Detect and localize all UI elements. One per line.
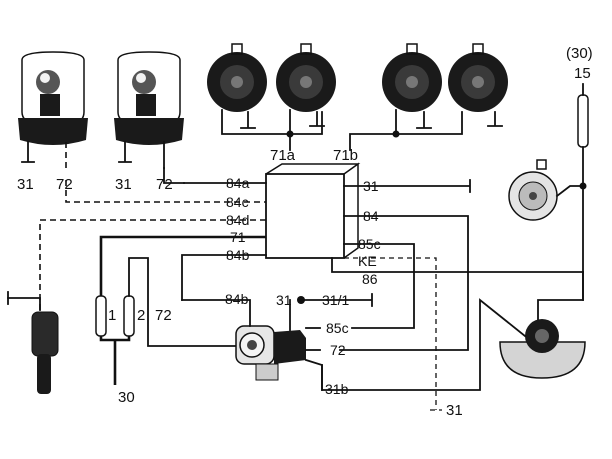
fuse-1 (95, 295, 107, 337)
siren-bottom-right (499, 319, 586, 379)
beacon-lamp-right (114, 51, 184, 145)
beacon-right-31-label: 31 (115, 176, 132, 193)
beacon-left-31-label: 31 (17, 176, 34, 193)
relay-84b-label: 84b (226, 247, 250, 263)
relay-86-label: 86 (362, 271, 378, 287)
beacon-left-72-label: 72 (56, 176, 73, 193)
control-switch (235, 325, 306, 381)
horn-1 (207, 43, 267, 112)
handheld-lamp (7, 291, 59, 394)
relay-31-label: 31 (363, 178, 379, 194)
supply-30-label: (30) (566, 45, 593, 62)
relay-84a-label: 84a (226, 175, 250, 191)
fuse-2 (123, 295, 135, 337)
switch-31-1-label: 31/1 (322, 292, 349, 308)
relay-85c-label: 85c (358, 236, 381, 252)
connector-2-label: 2 (137, 307, 145, 324)
relay-84c-label: 84c (226, 194, 249, 210)
fuse-15 (577, 94, 589, 148)
relay-box (265, 173, 345, 259)
connector-30-label: 30 (118, 389, 135, 406)
switch-84b-label: 84b (225, 291, 249, 307)
switch-85c-label: 85c (326, 320, 349, 336)
horn-4 (448, 43, 508, 112)
beacon-right-72-label: 72 (156, 176, 173, 193)
switch-72-label: 72 (330, 342, 346, 358)
relay-84-label: 84 (363, 208, 379, 224)
connector-1-label: 1 (108, 307, 116, 324)
node-71b-label: 71b (333, 147, 358, 164)
connector-72-label: 72 (155, 307, 172, 324)
relay-ke-label: KE (358, 253, 377, 269)
horn-3 (382, 43, 442, 112)
relay-84d-label: 84d (226, 212, 249, 228)
relay-71-label: 71 (230, 229, 246, 245)
switch-31b-label: 31b (325, 381, 349, 397)
supply-15-label: 15 (574, 65, 591, 82)
node-71a-label: 71a (270, 147, 296, 164)
horn-single-right (508, 159, 558, 221)
ground-31-label: 31 (446, 402, 463, 419)
beacon-lamp-left (18, 51, 88, 145)
switch-31-label: 31 (276, 292, 292, 308)
horn-2 (276, 43, 336, 112)
